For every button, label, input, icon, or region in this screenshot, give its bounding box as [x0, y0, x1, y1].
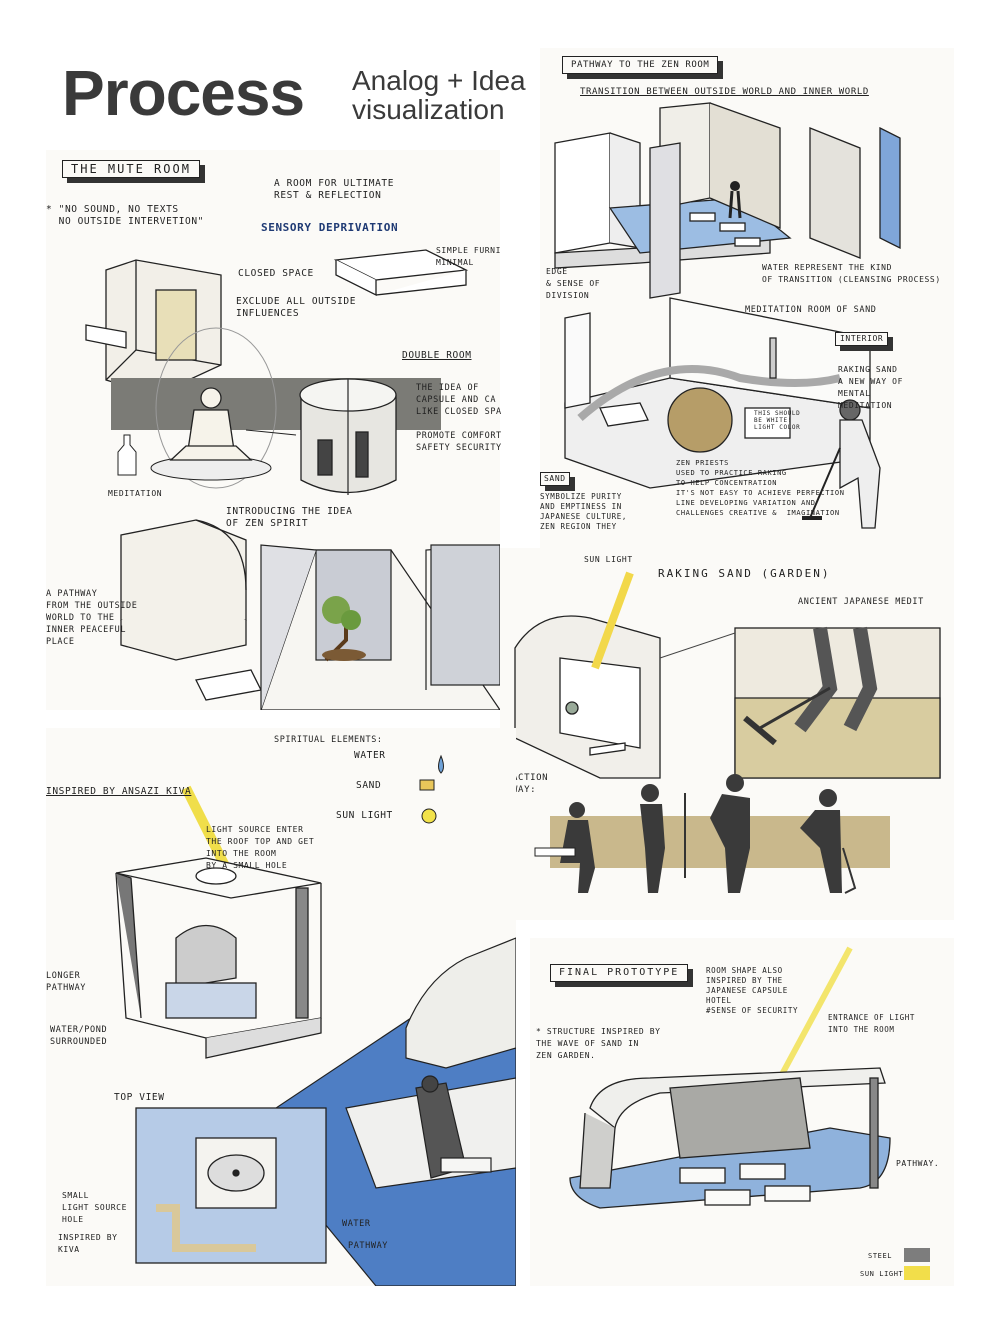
pathway-note: A PATHWAY FROM THE OUTSIDE WORLD TO THE …	[46, 589, 138, 647]
sun-light-swatch	[904, 1266, 930, 1280]
panel-kiva: SPIRITUAL ELEMENTS: WATER SAND SUN LIGHT…	[46, 728, 516, 1286]
mute-room-desc: A ROOM FOR ULTIMATE REST & REFLECTION	[274, 178, 395, 201]
mute-room-quote: * "NO SOUND, NO TEXTS NO OUTSIDE INTERVE…	[46, 204, 204, 227]
sand-box-icon	[419, 779, 435, 791]
transition-label: TRANSITION BETWEEN OUTSIDE WORLD AND INN…	[580, 87, 869, 97]
inspired-by-kiva-label: INSPIRED BY KIVA	[58, 1233, 118, 1254]
raking-sketches	[514, 571, 941, 894]
structure-note: * STRUCTURE INSPIRED BY THE WAVE OF SAND…	[536, 1027, 661, 1060]
interaction-pathway-label: ERACTION THWAY:	[500, 773, 549, 795]
pathway-heading: PATHWAY TO THE ZEN ROOM	[562, 56, 719, 74]
edge-label: EDGE & SENSE OF DIVISION	[546, 267, 601, 300]
exclude-label: EXCLUDE ALL OUTSIDE INFLUENCES	[236, 296, 357, 319]
mute-room-sketches	[85, 249, 500, 710]
zen-intro-label: INTRODUCING THE IDEA OF ZEN SPIRIT	[226, 506, 353, 529]
sand-desc: SYMBOLIZE PURITY AND EMPTINESS IN JAPANE…	[540, 492, 627, 531]
page-subtitle: Analog + Idea visualization	[352, 66, 526, 124]
final-prototype-heading: FINAL PROTOTYPE	[550, 964, 689, 982]
sand-label: SAND	[540, 472, 570, 486]
white-note: THIS SHOULD BE WHITE! LIGHT COLOR	[754, 410, 801, 431]
longer-pathway-label: LONGER PATHWAY	[46, 971, 87, 993]
sunlight-element-label: SUN LIGHT	[336, 810, 393, 821]
water-label: WATER	[342, 1219, 371, 1229]
pathway-label: PATHWAY	[348, 1241, 389, 1251]
meditation-sand-label: MEDITATION ROOM OF SAND	[745, 305, 877, 315]
panel-raking-sand: SUN LIGHT RAKING SAND (GARDEN) ANCIENT J…	[500, 548, 954, 920]
closed-space-label: CLOSED SPACE	[238, 268, 314, 279]
entrance-light-note: ENTRANCE OF LIGHT INTO THE ROOM	[828, 1013, 915, 1034]
raking-heading: RAKING SAND (GARDEN)	[658, 567, 831, 580]
sun-light-label: SUN LIGHT	[584, 555, 633, 564]
panel-mute-room: THE MUTE ROOM A ROOM FOR ULTIMATE REST &…	[46, 150, 502, 710]
sand-element-label: SAND	[356, 780, 382, 791]
room-shape-note: ROOM SHAPE ALSO INSPIRED BY THE JAPANESE…	[706, 966, 799, 1015]
water-note: WATER REPRESENT THE KIND OF TRANSITION (…	[762, 263, 941, 284]
steel-swatch	[904, 1248, 930, 1262]
panel-final-prototype: FINAL PROTOTYPE ROOM SHAPE ALSO INSPIRED…	[530, 938, 954, 1286]
promote-label: PROMOTE COMFORT SAFETY SECURITY	[416, 431, 502, 453]
raking-sand-note: RAKING SAND A NEW WAY OF MENTAL MEDITATI…	[838, 365, 903, 410]
light-source-note: LIGHT SOURCE ENTER THE ROOF TOP AND GET …	[206, 825, 315, 870]
meditation-label: MEDITATION	[108, 489, 163, 498]
subtitle-line-2: visualization	[352, 94, 505, 125]
panel-pathway-zen-room: PATHWAY TO THE ZEN ROOM TRANSITION BETWE…	[540, 48, 954, 548]
subtitle-line-1: Analog + Idea	[352, 65, 526, 96]
sun-icon	[421, 808, 437, 824]
page-title: Process	[62, 57, 305, 129]
steel-label: STEEL	[868, 1252, 893, 1260]
spiritual-elements-label: SPIRITUAL ELEMENTS:	[274, 735, 383, 745]
sun-light-final-label: SUN LIGHT	[860, 1270, 904, 1278]
final-prototype-sketch	[569, 946, 930, 1280]
water-pond-label: WATER/POND SURROUNDED	[50, 1025, 108, 1047]
mute-room-heading: THE MUTE ROOM	[62, 160, 200, 178]
capsule-label: THE IDEA OF CAPSULE AND CA LIKE CLOSED S…	[416, 383, 502, 417]
kiva-sketches	[115, 754, 516, 1286]
raking-sub: ANCIENT JAPANESE MEDIT	[798, 597, 924, 607]
water-drop-icon	[438, 754, 444, 774]
double-room-label: DOUBLE ROOM	[402, 350, 472, 361]
sensory-deprivation-label: SENSORY DEPRIVATION	[261, 221, 399, 234]
simple-furniture-label: SIMPLE FURNI MINIMAL	[436, 246, 501, 267]
zen-priests-note: ZEN PRIESTS USED TO PRACTICE RAKING TO H…	[676, 459, 845, 517]
pathway-final-label: PATHWAY.	[896, 1159, 940, 1168]
water-element-label: WATER	[354, 750, 386, 761]
inspired-kiva-heading: INSPIRED BY ANSAZI KIVA	[46, 786, 192, 797]
small-light-label: SMALL LIGHT SOURCE HOLE	[62, 1191, 127, 1224]
top-view-label: TOP VIEW	[114, 1092, 165, 1103]
interior-label: INTERIOR	[835, 332, 889, 346]
pathway-sketches	[554, 102, 901, 529]
